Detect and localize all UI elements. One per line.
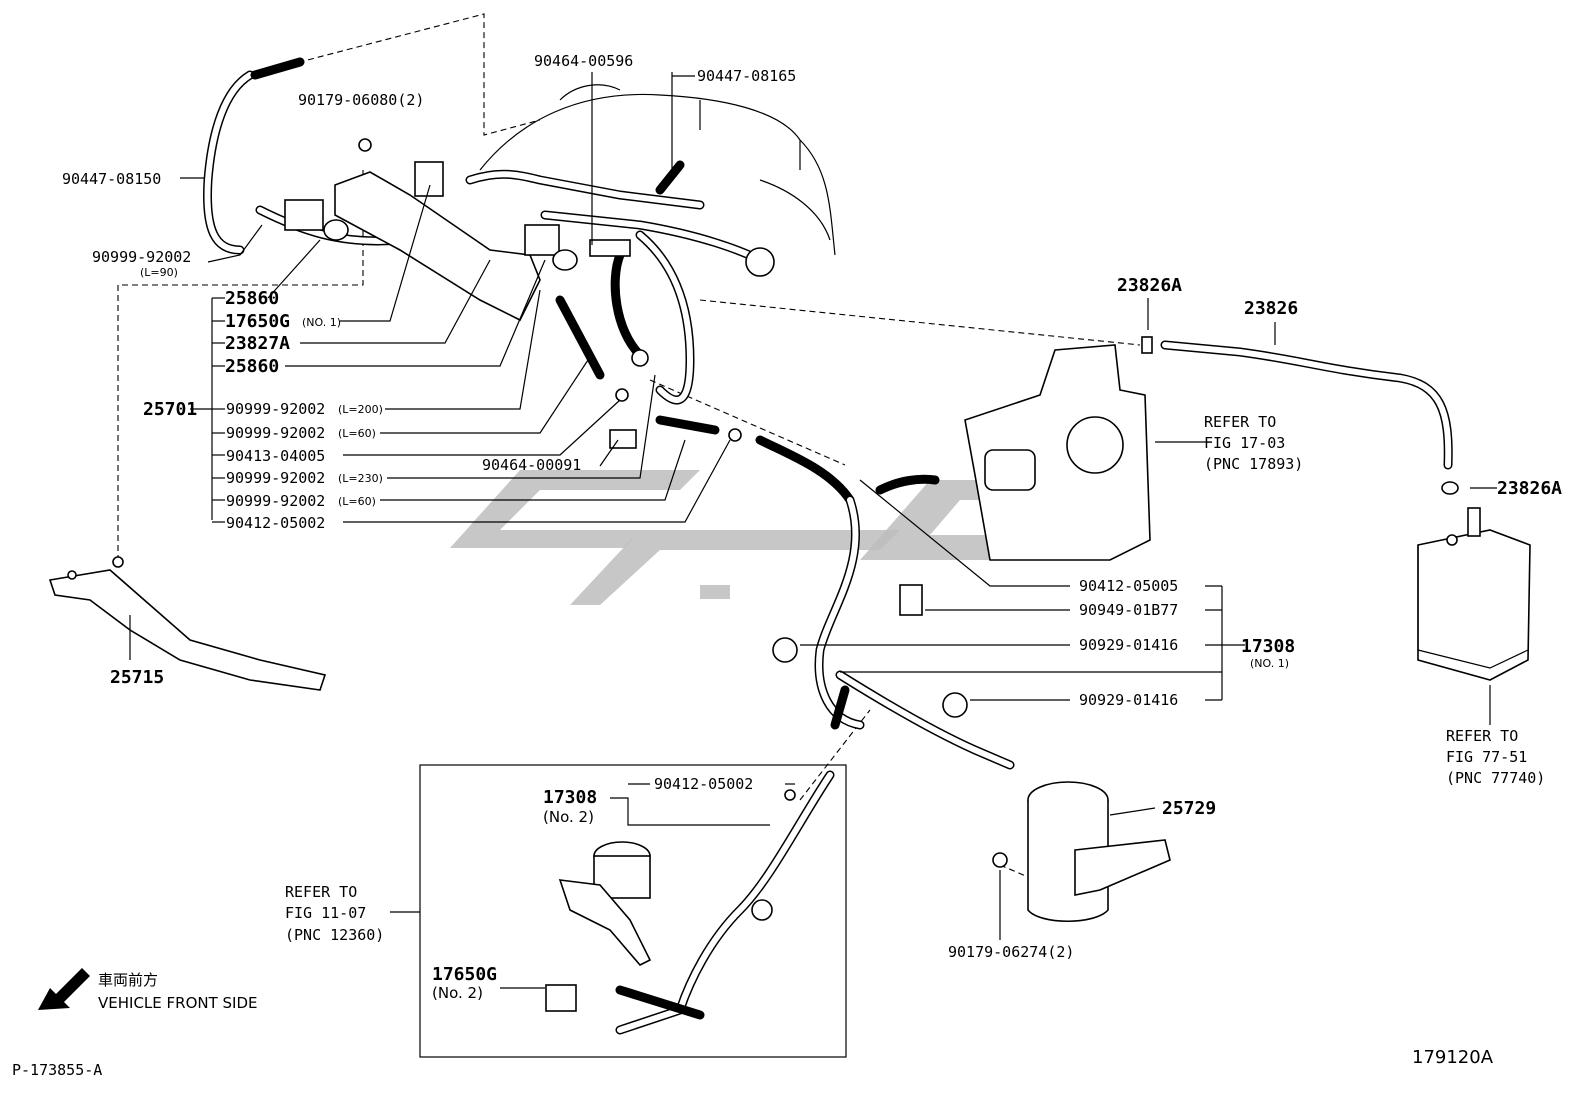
label-23826: 23826	[1244, 298, 1298, 319]
label-23826a-top: 23826A	[1117, 275, 1182, 296]
label-no1-b: (NO. 1)	[1250, 657, 1289, 670]
label-no2-a: (No. 2)	[543, 808, 594, 826]
label-90412-05002-b: 90412-05002	[654, 775, 753, 793]
label-17650g: 17650G	[225, 311, 290, 332]
label-90179-06274: 90179-06274(2)	[948, 943, 1074, 961]
engine-outline	[479, 84, 836, 256]
label-90447-08165: 90447-08165	[697, 67, 796, 85]
label-l60a: (L=60)	[338, 427, 376, 440]
label-front-en: VEHICLE FRONT SIDE	[98, 994, 258, 1012]
label-90413-04005: 90413-04005	[226, 447, 325, 465]
label-refer-11-07-2: FIG 11-07	[285, 904, 366, 922]
label-front-jp: 車両前方	[98, 971, 158, 989]
label-refer-77-51-2: FIG 77-51	[1446, 748, 1527, 766]
label-refer-17-03-3: (PNC 17893)	[1204, 455, 1303, 473]
label-25729: 25729	[1162, 798, 1216, 819]
label-25860-b: 25860	[225, 356, 279, 377]
label-fig-code: 179120A	[1412, 1047, 1494, 1068]
label-17308-no1: 17308	[1241, 636, 1295, 657]
label-l60b: (L=60)	[338, 495, 376, 508]
label-90464-00091: 90464-00091	[482, 456, 581, 474]
inset-detail	[419, 764, 847, 1058]
charcoal-canister	[1417, 507, 1531, 681]
label-90412-05002-a: 90412-05002	[226, 514, 325, 532]
label-ref-code: P-173855-A	[12, 1061, 102, 1079]
label-no2-b: (No. 2)	[432, 984, 483, 1002]
label-90929-01416-b: 90929-01416	[1079, 691, 1178, 709]
label-refer-11-07-1: REFER TO	[285, 883, 357, 901]
bracket-25715	[48, 556, 327, 691]
label-23826a-right: 23826A	[1497, 478, 1562, 499]
label-l90: (L=90)	[140, 266, 178, 279]
label-90999-92002-l90: 90999-92002	[92, 248, 191, 266]
label-90999-92002-60a: 90999-92002	[226, 424, 325, 442]
label-90179-06080: 90179-06080(2)	[298, 91, 424, 109]
label-17650g-no2: 17650G	[432, 964, 497, 985]
front-arrow-icon	[38, 968, 90, 1010]
label-refer-11-07-3: (PNC 12360)	[285, 926, 384, 944]
label-90949-01b77: 90949-01B77	[1079, 601, 1178, 619]
label-refer-77-51-3: (PNC 77740)	[1446, 769, 1545, 787]
label-no1-a: (NO. 1)	[302, 316, 341, 329]
label-25701: 25701	[143, 399, 197, 420]
vapor-tank	[964, 336, 1153, 561]
label-17308-no2: 17308	[543, 787, 597, 808]
part-labels: 90464-00596 90447-08165 90179-06080(2) 9…	[12, 52, 1562, 1079]
label-l230: (L=230)	[338, 472, 383, 485]
label-90999-92002-60b: 90999-92002	[226, 492, 325, 510]
upper-hose-assembly	[202, 57, 855, 505]
label-90412-05005: 90412-05005	[1079, 577, 1178, 595]
label-90999-92002-200: 90999-92002	[226, 400, 325, 418]
hose-23826	[1160, 340, 1459, 495]
main-hose-harness	[772, 474, 1015, 770]
label-refer-77-51-1: REFER TO	[1446, 727, 1518, 745]
label-90999-92002-230: 90999-92002	[226, 469, 325, 487]
label-refer-17-03-2: FIG 17-03	[1204, 434, 1285, 452]
leader-lines	[129, 72, 1497, 989]
filter-25729	[992, 781, 1171, 923]
label-25715: 25715	[110, 667, 164, 688]
label-90464-00596: 90464-00596	[534, 52, 633, 70]
label-23827a: 23827A	[225, 333, 290, 354]
label-90929-01416-a: 90929-01416	[1079, 636, 1178, 654]
label-l200: (L=200)	[338, 403, 383, 416]
label-90447-08150: 90447-08150	[62, 170, 161, 188]
label-refer-17-03-1: REFER TO	[1204, 413, 1276, 431]
label-25860-a: 25860	[225, 288, 279, 309]
